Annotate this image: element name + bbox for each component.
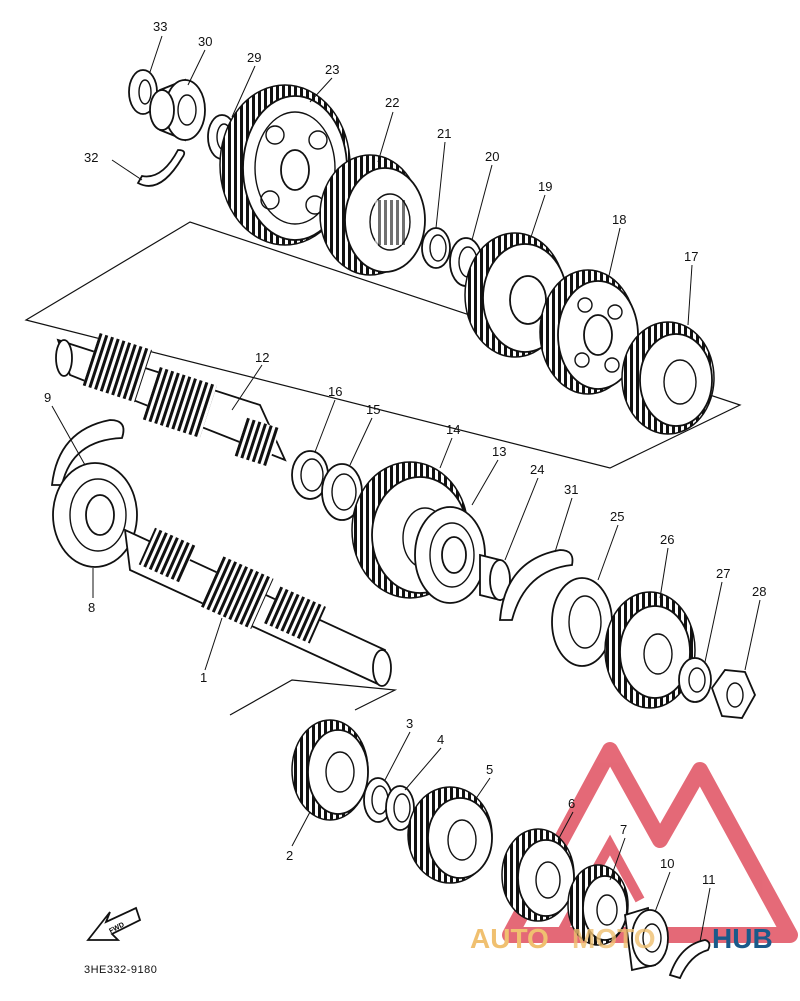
part-2-gear (291, 719, 369, 821)
watermark-moto: MOTO (572, 923, 655, 954)
part-9-clip (50, 419, 125, 486)
part-26-drive-sprocket (604, 591, 696, 709)
label-30: 30 (198, 34, 212, 49)
label-2: 2 (286, 848, 293, 863)
label-28: 28 (752, 584, 766, 599)
part-22-gear (319, 154, 426, 276)
label-29: 29 (247, 50, 261, 65)
label-20: 20 (485, 149, 499, 164)
label-3: 3 (406, 716, 413, 731)
part-24-collar (479, 553, 511, 602)
part-28-nut (710, 669, 757, 719)
label-23: 23 (325, 62, 339, 77)
lower-group-frame (229, 679, 398, 716)
part-6-gear (501, 828, 575, 922)
part-1-drive-axle (123, 527, 392, 687)
label-6: 6 (568, 796, 575, 811)
diagram-code: 3HE332-9180 (84, 964, 157, 976)
label-32: 32 (84, 150, 98, 165)
part-8-bearing (52, 462, 138, 568)
label-26: 26 (660, 532, 674, 547)
upper-group-frame (24, 221, 742, 469)
part-15-washer (321, 463, 363, 521)
part-16-circlip (291, 450, 329, 500)
part-10-bearing (624, 906, 669, 972)
label-24: 24 (530, 462, 544, 477)
label-9: 9 (44, 390, 51, 405)
label-22: 22 (385, 95, 399, 110)
part-4-washer (385, 785, 415, 831)
watermark-text: AUTO MOTO HUB (470, 923, 773, 954)
part-11-clip (668, 939, 711, 980)
label-1: 1 (200, 670, 207, 685)
label-13: 13 (492, 444, 506, 459)
watermark-auto: AUTO (470, 923, 549, 954)
part-7-gear (567, 864, 629, 946)
watermark-hub: HUB (712, 923, 773, 954)
label-25: 25 (610, 509, 624, 524)
label-7: 7 (620, 822, 627, 837)
label-31: 31 (564, 482, 578, 497)
label-19: 19 (538, 179, 552, 194)
label-33: 33 (153, 19, 167, 34)
part-12-main-shaft (55, 332, 287, 467)
label-15: 15 (366, 402, 380, 417)
label-12: 12 (255, 350, 269, 365)
part-labels: 33 30 32 29 23 22 21 20 19 18 17 12 16 1… (44, 19, 766, 887)
label-21: 21 (437, 126, 451, 141)
fwd-arrow-icon: FWD (86, 906, 142, 941)
label-18: 18 (612, 212, 626, 227)
part-27-lock-washer (678, 657, 712, 703)
part-5-gear (407, 786, 493, 884)
part-21-circlip (421, 227, 451, 269)
label-17: 17 (684, 249, 698, 264)
label-4: 4 (437, 732, 444, 747)
label-16: 16 (328, 384, 342, 399)
part-17-gear (621, 321, 715, 435)
part-31-clip (499, 549, 574, 621)
label-8: 8 (88, 600, 95, 615)
part-18-gear (539, 269, 639, 395)
label-27: 27 (716, 566, 730, 581)
label-10: 10 (660, 856, 674, 871)
leader-lines (51, 35, 761, 943)
part-30-bearing (149, 78, 206, 142)
part-13-bearing (414, 506, 486, 604)
label-11: 11 (702, 872, 716, 887)
part-32-clip (136, 149, 186, 187)
label-5: 5 (486, 762, 493, 777)
label-14: 14 (446, 422, 460, 437)
part-25-oil-seal (551, 577, 613, 667)
